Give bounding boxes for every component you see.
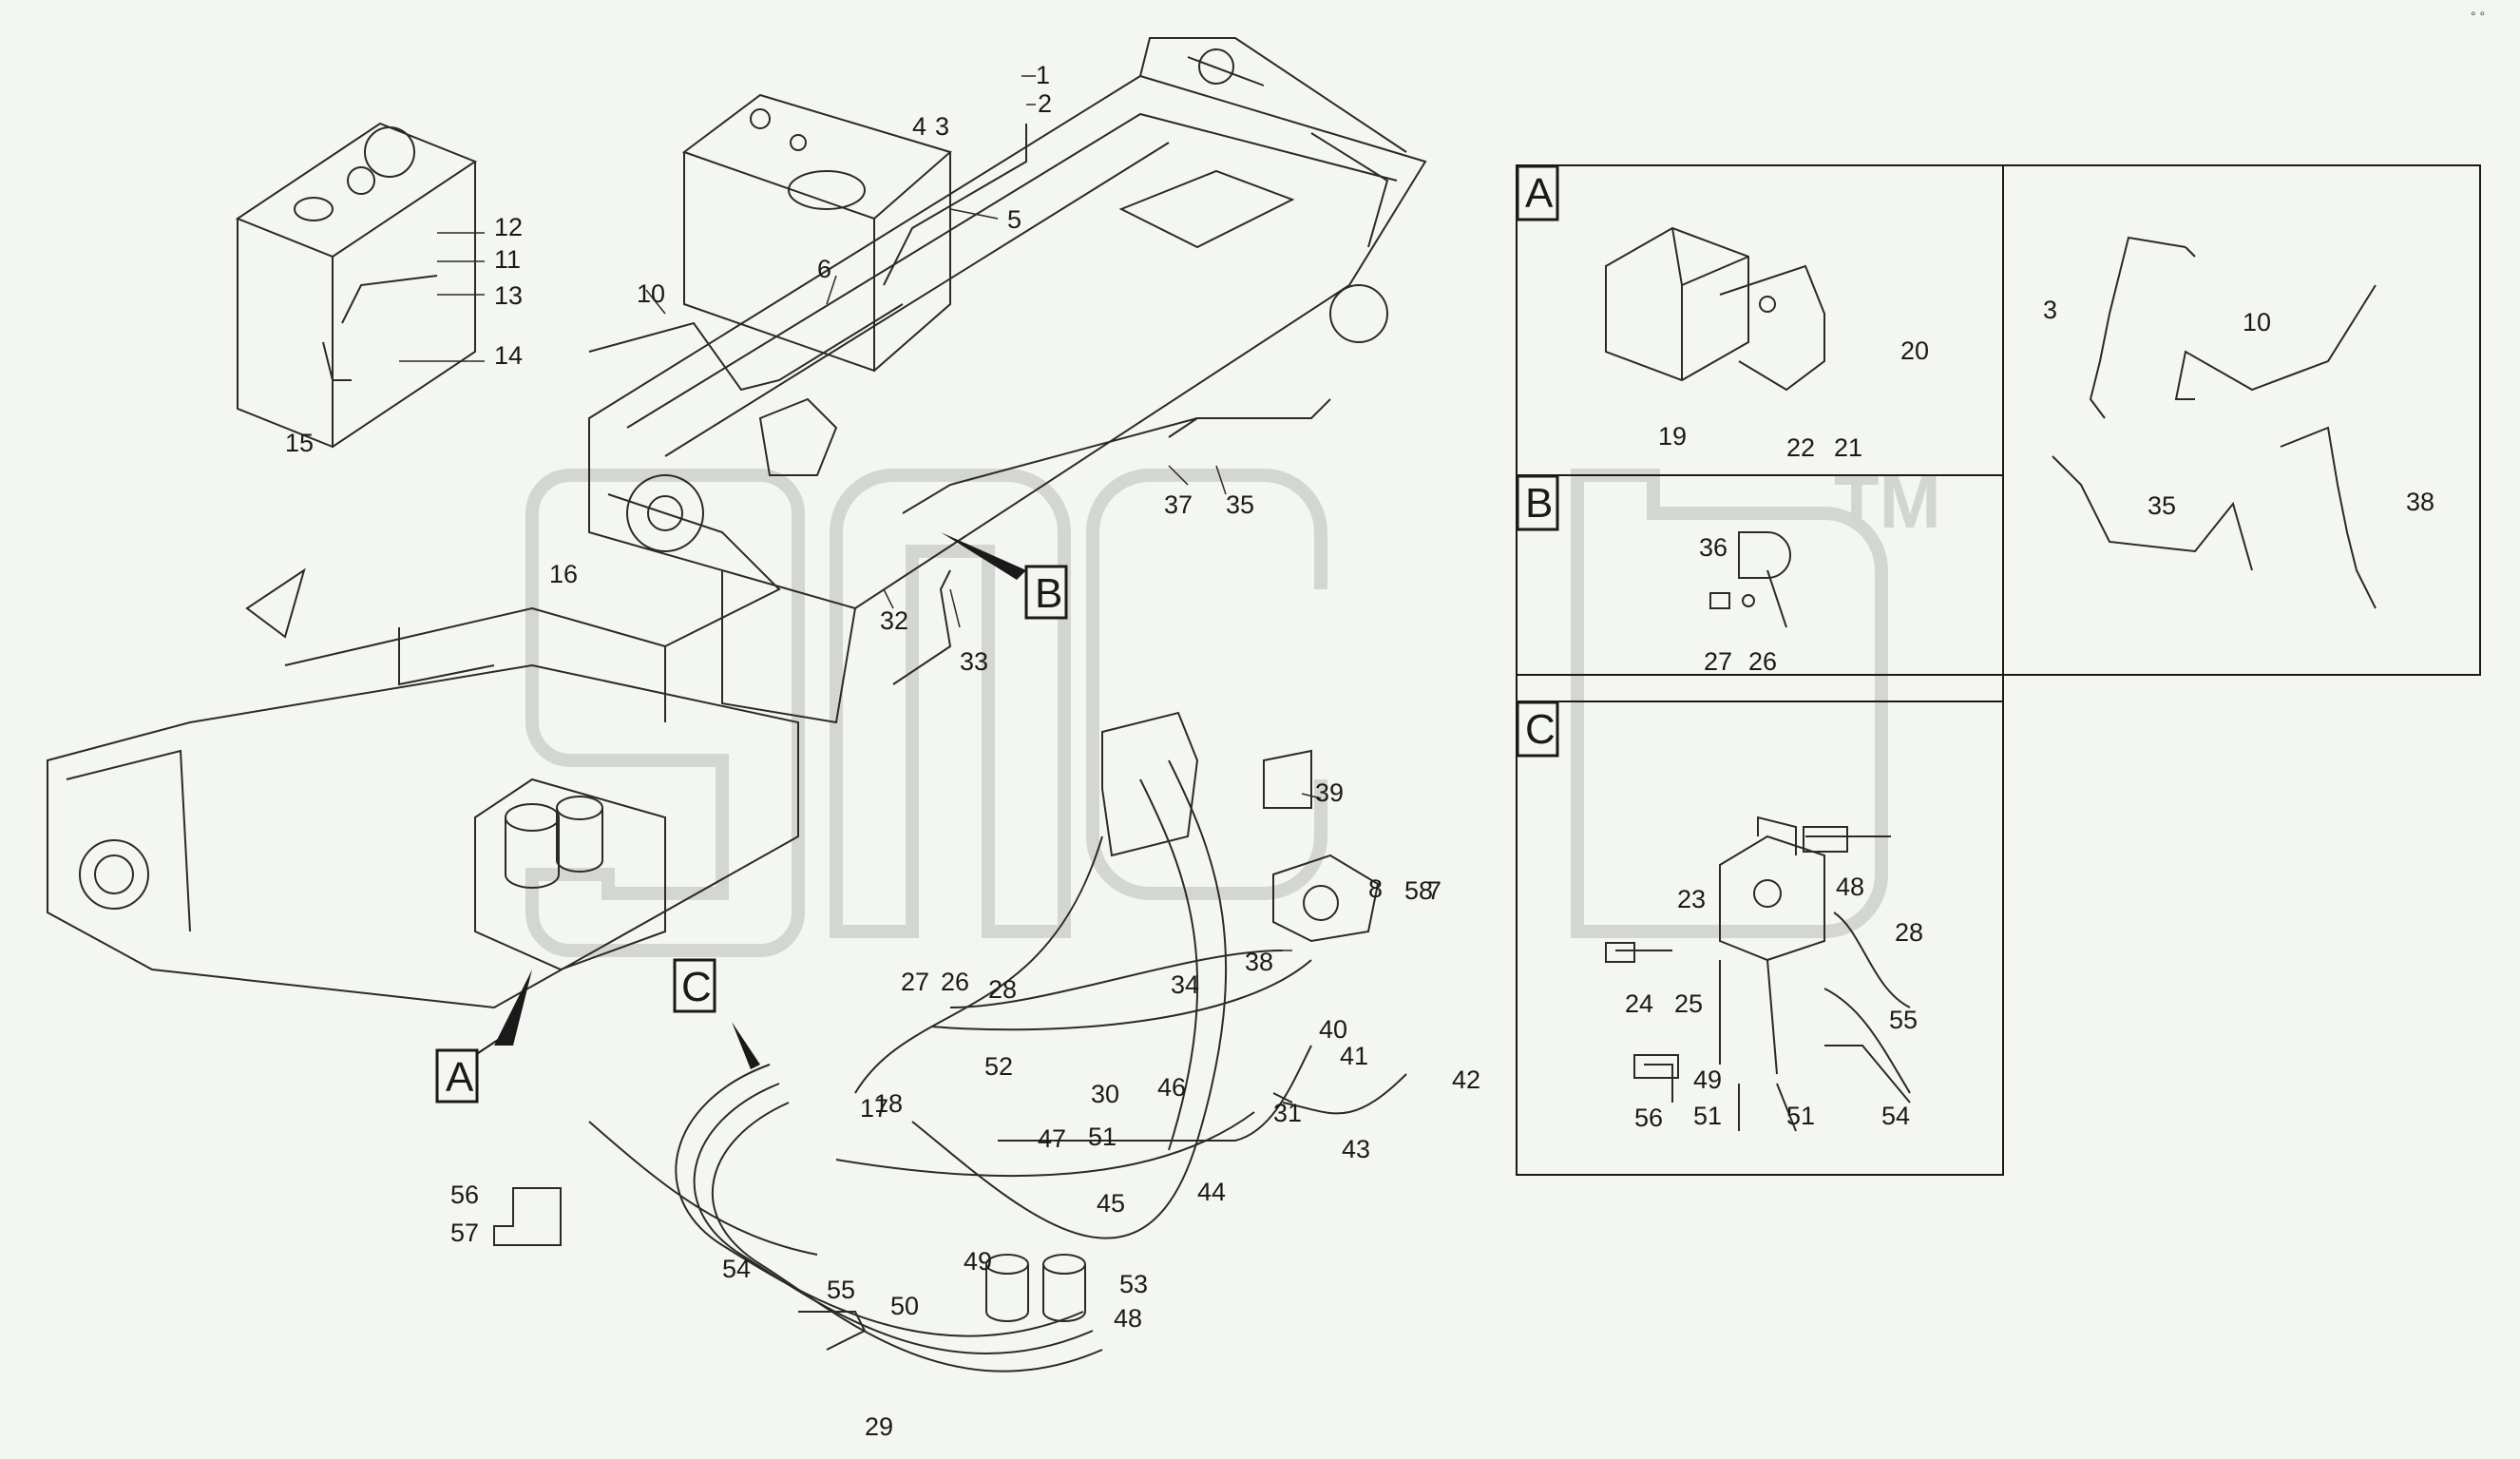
callout-42-30: 42 — [1452, 1065, 1480, 1094]
callout-13-9: 13 — [494, 281, 523, 310]
callout-49-37: 49 — [964, 1247, 992, 1276]
callout-35-24: 35 — [1226, 490, 1254, 519]
callout-8-48: 8 — [1368, 874, 1383, 903]
panel-C-callout-54-10: 54 — [1881, 1102, 1910, 1130]
callout-57-45: 57 — [450, 1219, 479, 1247]
svg-text:A: A — [446, 1054, 474, 1101]
panel-C-callout-25-4: 25 — [1674, 989, 1703, 1018]
callout-1-0: 1 — [1036, 61, 1050, 89]
svg-text:C: C — [681, 964, 712, 1010]
callout-15-11: 15 — [285, 429, 314, 457]
callout-48-36: 48 — [1114, 1304, 1142, 1333]
panel-C-callout-56-6: 56 — [1634, 1104, 1663, 1132]
watermark-letter-g — [525, 469, 805, 957]
watermark-tm: TM — [1834, 460, 1941, 544]
callout-12-8: 12 — [494, 213, 523, 241]
callout-40-28: 40 — [1319, 1015, 1347, 1044]
leader-lines — [399, 75, 1322, 951]
callout-7-47: 7 — [1427, 876, 1441, 905]
callout-28-17: 28 — [988, 975, 1017, 1004]
detail-pointers — [474, 532, 1026, 1069]
callout-5-4: 5 — [1007, 205, 1021, 234]
panel-C-callout-51-9: 51 — [1786, 1102, 1815, 1130]
panel-A-callout-22-3: 22 — [1786, 433, 1815, 462]
callout-2-1: 2 — [1038, 89, 1052, 118]
panel-C-callout-48-1: 48 — [1836, 873, 1864, 901]
callout-30-19: 30 — [1091, 1080, 1119, 1108]
panel-B-callout-36-0: 36 — [1699, 533, 1728, 562]
panel-B-letter: B — [1525, 480, 1553, 527]
callout-17: 17 — [860, 1094, 888, 1123]
callout-51-39: 51 — [1088, 1123, 1117, 1151]
callout-54-42: 54 — [722, 1255, 751, 1283]
marker-A-main: A — [435, 1048, 479, 1104]
panel-C-callout-24-3: 24 — [1625, 989, 1653, 1018]
callout-37-25: 37 — [1164, 490, 1193, 519]
callout-3-2: 3 — [935, 112, 949, 141]
watermark-letter-c — [1086, 469, 1327, 900]
panel-callouts: 19 20 21 22 3 10 35 38 36 27 26 23 48 28 24 25 55 56 49 51 5… — [1625, 296, 2434, 1132]
callout-29-18: 29 — [865, 1412, 893, 1441]
panel-B-callout-27-1: 27 — [1704, 647, 1732, 676]
callout-4-3: 4 — [912, 112, 926, 141]
panel-C-callout-28-2: 28 — [1895, 918, 1923, 947]
callout-34-23: 34 — [1171, 970, 1199, 999]
callout-16-12: 16 — [549, 560, 578, 588]
panel-A-callout-20-1: 20 — [1900, 336, 1929, 365]
callout-11-7: 11 — [494, 245, 521, 274]
callout-46-34: 46 — [1157, 1073, 1186, 1102]
callout-43-31: 43 — [1342, 1135, 1370, 1163]
panel-pipes-callout-3-0: 3 — [2043, 296, 2057, 324]
callout-56-44: 56 — [450, 1181, 479, 1209]
callout-45-33: 45 — [1097, 1189, 1125, 1218]
callout-31-20: 31 — [1273, 1099, 1302, 1127]
panel-B-callout-26-2: 26 — [1748, 647, 1777, 676]
callout-55-43: 55 — [827, 1276, 855, 1304]
panel-A-letter: A — [1525, 170, 1554, 217]
watermark-letter-b — [1571, 469, 1888, 938]
panel-C-letter: C — [1525, 706, 1556, 753]
callout-53-41: 53 — [1119, 1270, 1148, 1298]
watermark: TM — [525, 460, 1941, 957]
callout-39-27: 39 — [1315, 778, 1344, 807]
svg-text:B: B — [1035, 570, 1062, 617]
callout-26-15: 26 — [941, 968, 969, 996]
panel-pipes-callout-38-3: 38 — [2406, 488, 2434, 516]
callout-47-35: 47 — [1038, 1124, 1066, 1153]
callout-14-10: 14 — [494, 341, 523, 370]
panel-pipes-callout-35-2: 35 — [2148, 491, 2176, 520]
panel-C-callout-55-5: 55 — [1889, 1006, 1918, 1034]
callout-18-14: 18 — [874, 1089, 903, 1118]
panel-A: A — [1516, 164, 1825, 392]
callout-52-40: 52 — [984, 1052, 1013, 1081]
panel-B: B — [1516, 474, 1791, 628]
callout-38-26: 38 — [1245, 948, 1273, 976]
callout-41-29: 41 — [1340, 1042, 1368, 1070]
panel-A-callout-19-0: 19 — [1658, 422, 1687, 451]
watermark-letter-n — [830, 469, 1071, 938]
callout-44-32: 44 — [1197, 1178, 1226, 1206]
callout-33-22: 33 — [960, 647, 988, 676]
panel-C-callout-49-7: 49 — [1693, 1065, 1722, 1094]
panel-A-callout-21-2: 21 — [1834, 433, 1862, 462]
panel-C-callout-23-0: 23 — [1677, 885, 1706, 913]
callout-27-16: 27 — [901, 968, 929, 996]
marker-C-main: C — [673, 958, 716, 1013]
callout-32-21: 32 — [880, 606, 908, 635]
callout-58-46: 58 — [1404, 876, 1433, 905]
panel-pipes — [2052, 236, 2377, 609]
callout-10-6: 10 — [637, 279, 665, 308]
corner-mark: ° ° — [2471, 9, 2485, 24]
panel-pipes-callout-10-1: 10 — [2243, 308, 2271, 336]
main-frame-drawing — [47, 37, 1427, 1373]
marker-B-main: B — [1024, 565, 1068, 620]
detail-panels — [1516, 164, 2481, 1176]
panel-C-callout-51-8: 51 — [1693, 1102, 1722, 1130]
panel-C: C — [1516, 701, 1911, 1132]
callout-6-5: 6 — [817, 255, 831, 283]
callout-50-38: 50 — [890, 1292, 919, 1320]
